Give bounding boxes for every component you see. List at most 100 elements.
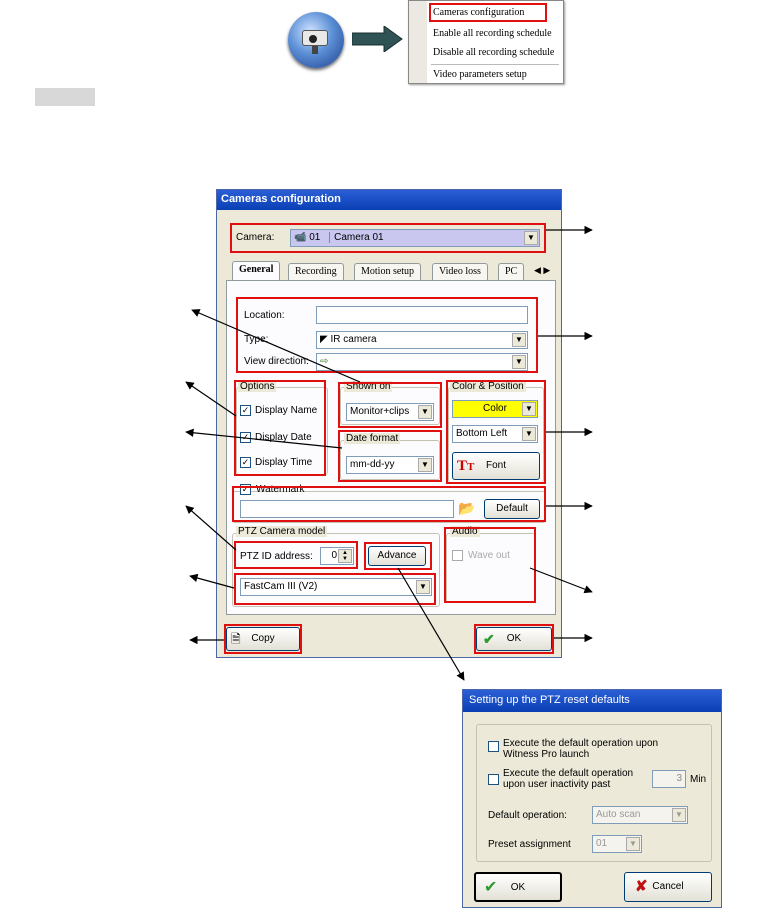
type-select[interactable]: ◤ IR camera ▼ [316, 331, 528, 349]
tab-video-loss[interactable]: Video loss [432, 263, 488, 280]
ptz-id-stepper[interactable]: 0 ▲▼ [320, 547, 354, 565]
chevron-down-icon[interactable]: ▼ [418, 405, 432, 419]
chevron-down-icon[interactable]: ▼ [522, 402, 536, 416]
options-title: Options [238, 381, 277, 392]
ptz-title: PTZ Camera model [236, 526, 328, 537]
ok-label: OK [506, 633, 522, 644]
display-name-checkbox[interactable]: ✓ [240, 405, 251, 416]
watermark-checkbox[interactable]: ✓ [240, 484, 251, 495]
shown-on-title: Shown on [344, 381, 393, 392]
preset-label: Preset assignment [488, 839, 571, 850]
ir-camera-icon: ◤ [320, 334, 328, 345]
date-format-title: Date format [344, 433, 401, 444]
color-select[interactable]: Color ▼ [452, 400, 538, 418]
camera-app-icon [288, 12, 344, 68]
shown-on-select[interactable]: Monitor+clips ▼ [346, 403, 434, 421]
color-position-highlight [446, 380, 546, 484]
location-label: Location: [244, 310, 285, 321]
font-button[interactable]: TT Font [452, 452, 540, 480]
date-format-value: mm-dd-yy [350, 459, 395, 470]
chevron-down-icon[interactable]: ▼ [512, 333, 526, 347]
type-value: IR camera [330, 334, 377, 345]
position-value: Bottom Left [456, 428, 508, 439]
view-direction-label: View direction: [244, 356, 309, 367]
preset-select[interactable]: 01 ▼ [592, 835, 642, 853]
camera-small-icon: 📹 [294, 232, 307, 243]
wave-out-label: Wave out [468, 550, 510, 561]
chevron-down-icon[interactable]: ▼ [524, 231, 538, 245]
launch-checkbox[interactable] [488, 741, 499, 752]
color-position-title: Color & Position [450, 381, 526, 392]
default-op-select[interactable]: Auto scan ▼ [592, 806, 688, 824]
menu-item-cameras-configuration[interactable]: Cameras configuration [433, 7, 525, 18]
ptz-model-select[interactable]: FastCam III (V2) ▼ [240, 578, 432, 596]
tab-recording[interactable]: Recording [288, 263, 344, 280]
location-highlight [236, 297, 538, 373]
ptz-dialog-title: Setting up the PTZ reset defaults [463, 690, 721, 712]
shown-on-highlight [338, 382, 442, 428]
audio-highlight [444, 527, 536, 603]
spin-arrows-icon[interactable]: ▲▼ [338, 549, 352, 563]
default-button[interactable]: Default [484, 499, 540, 519]
ptz-model-highlight [234, 573, 436, 605]
chevron-down-icon[interactable]: ▼ [522, 427, 536, 441]
check-icon: ✔ [483, 631, 495, 647]
context-menu: Cameras configuration Enable all recordi… [408, 0, 564, 84]
ptz-id-value: 0 [331, 550, 337, 561]
camera-body-icon [302, 30, 328, 46]
ptz-options-group [476, 724, 712, 862]
menu-item-enable-schedule[interactable]: Enable all recording schedule [433, 28, 552, 39]
display-date-label: Display Date [255, 432, 312, 443]
ptz-ok-button[interactable]: ✔ OK [474, 872, 562, 902]
tab-general[interactable]: General [232, 261, 281, 281]
default-op-value: Auto scan [596, 809, 641, 820]
folder-open-icon[interactable]: 📂 [458, 500, 476, 516]
watermark-label: Watermark [256, 484, 305, 495]
tab-pc[interactable]: PC [498, 263, 525, 280]
gray-block [35, 88, 95, 106]
ptz-ok-label: OK [510, 882, 526, 893]
chevron-down-icon[interactable]: ▼ [416, 580, 430, 594]
view-direction-select[interactable]: ⇨ ▼ [316, 353, 528, 371]
minutes-input[interactable]: 3 [652, 770, 686, 788]
copy-button[interactable]: 🗎 Copy [226, 627, 300, 651]
location-input[interactable] [316, 306, 528, 324]
copy-label: Copy [251, 633, 275, 644]
check-icon: ✔ [484, 879, 498, 896]
chevron-down-icon[interactable]: ▼ [512, 355, 526, 369]
ok-highlight [474, 624, 554, 654]
tab-motion-setup[interactable]: Motion setup [354, 263, 422, 280]
wave-out-checkbox[interactable] [452, 550, 463, 561]
watermark-input[interactable] [240, 500, 454, 518]
shown-on-value: Monitor+clips [350, 406, 410, 417]
chevron-down-icon[interactable]: ▼ [672, 808, 686, 822]
chevron-down-icon[interactable]: ▼ [418, 458, 432, 472]
display-name-label: Display Name [255, 405, 318, 416]
ptz-group [232, 533, 440, 607]
menu-item-video-parameters[interactable]: Video parameters setup [433, 69, 527, 80]
chevron-down-icon[interactable]: ▼ [626, 837, 640, 851]
right-arrow-icon [352, 26, 403, 52]
camera-select[interactable]: 📹 01 Camera 01 ▼ [290, 229, 540, 247]
advance-button[interactable]: Advance [368, 546, 426, 566]
display-time-checkbox[interactable]: ✓ [240, 457, 251, 468]
position-select[interactable]: Bottom Left ▼ [452, 425, 538, 443]
camera-highlight [230, 223, 546, 253]
inactivity-checkbox[interactable] [488, 774, 499, 785]
copy-icon: 🗎 [231, 632, 241, 646]
date-format-select[interactable]: mm-dd-yy ▼ [346, 456, 434, 474]
launch-option-label: Execute the default operation upon Witne… [503, 738, 659, 760]
ok-button[interactable]: ✔ OK [476, 627, 552, 651]
tab-scroll-arrows-icon[interactable]: ◀ ▶ [534, 265, 551, 275]
ptz-id-label: PTZ ID address: [240, 551, 313, 562]
ptz-cancel-button[interactable]: ✘ Cancel [624, 872, 712, 902]
watermark-highlight [232, 486, 546, 522]
menu-item-disable-schedule[interactable]: Disable all recording schedule [433, 47, 555, 58]
minutes-unit: Min [690, 774, 707, 785]
camera-label: Camera: [236, 232, 275, 243]
type-label: Type: [244, 334, 269, 345]
options-highlight [234, 380, 326, 476]
direction-arrow-icon: ⇨ [320, 356, 329, 367]
copy-highlight [224, 624, 302, 654]
